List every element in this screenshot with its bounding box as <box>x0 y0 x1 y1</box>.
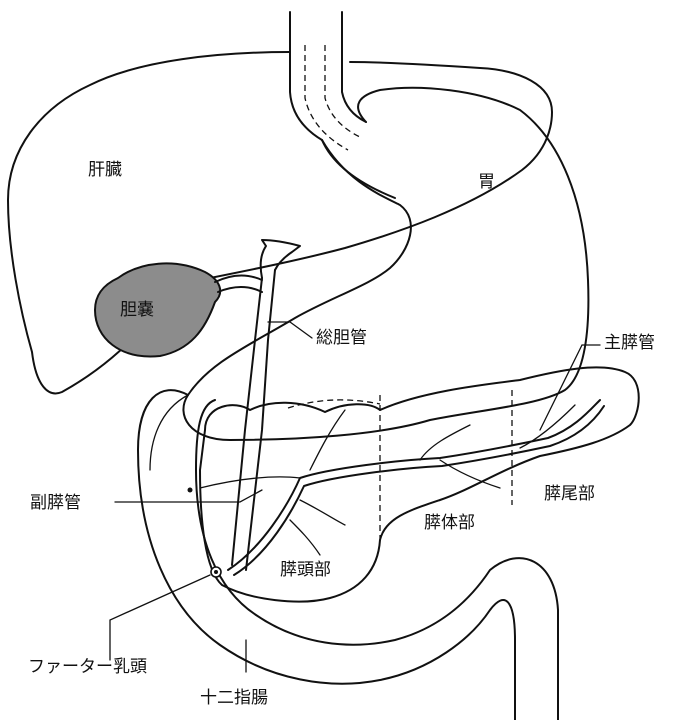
gallbladder <box>95 263 220 356</box>
label-papilla-of-vater: ファーター乳頭 <box>28 657 147 677</box>
minor-papilla-marker <box>188 488 193 493</box>
label-main-pancreatic-duct: 主膵管 <box>604 333 655 353</box>
label-duodenum: 十二指腸 <box>200 688 268 708</box>
label-pancreas-body: 膵体部 <box>424 513 475 533</box>
label-stomach: 胃 <box>478 172 495 192</box>
duodenum <box>138 390 558 720</box>
label-liver: 肝臓 <box>88 160 122 180</box>
leader-lines <box>110 322 600 672</box>
label-gallbladder: 胆嚢 <box>120 300 154 320</box>
label-pancreas-head: 膵頭部 <box>280 560 331 580</box>
esophagus <box>290 12 366 150</box>
label-common-bile-duct: 総胆管 <box>316 328 367 348</box>
label-pancreas-tail: 膵尾部 <box>544 484 595 504</box>
liver <box>8 52 552 393</box>
label-accessory-pancreatic-duct: 副膵管 <box>30 493 81 513</box>
